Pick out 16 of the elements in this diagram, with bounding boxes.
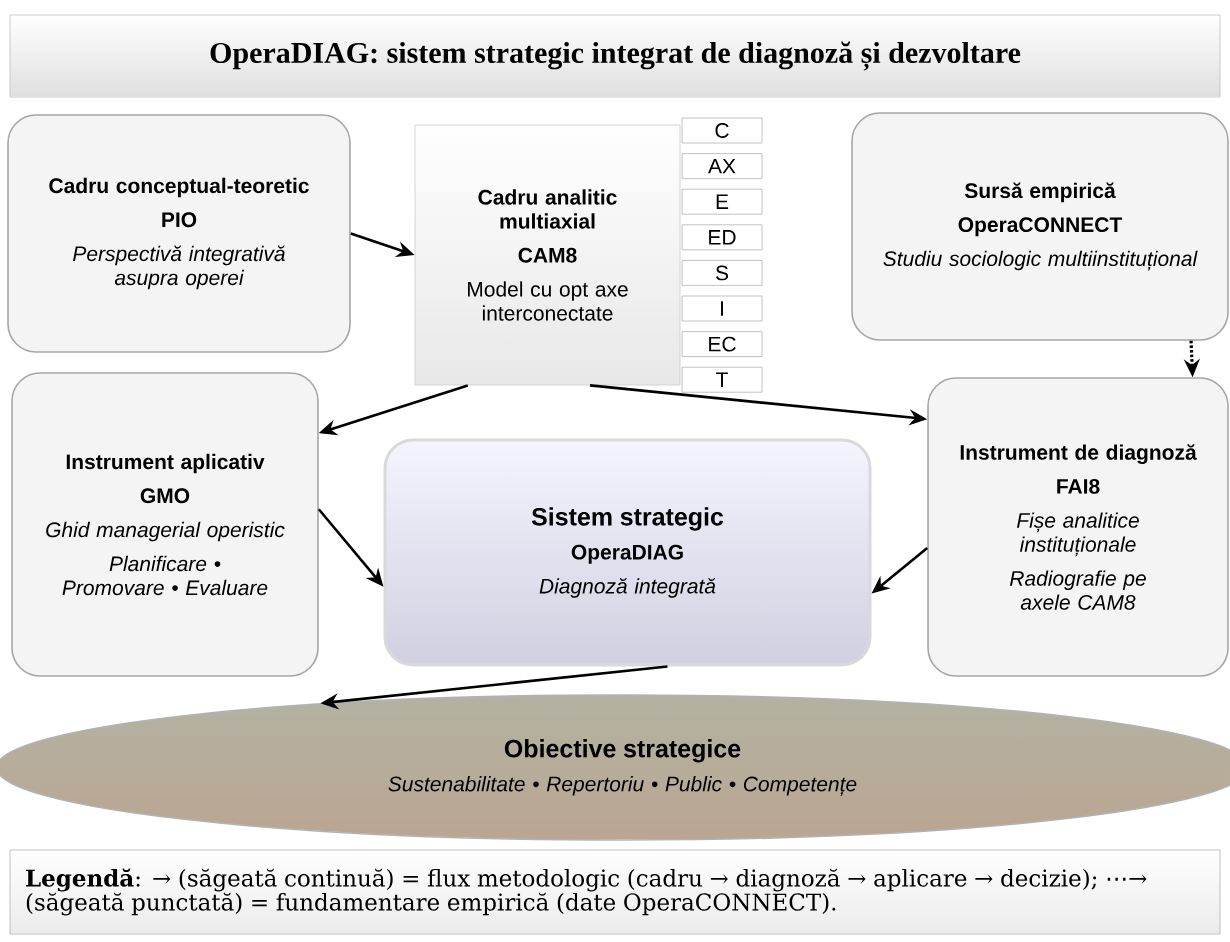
info-box: Instrument aplicativ GMO Ghid managerial operistic Planificare • Promovare • Evaluare <box>11 372 319 677</box>
axis-tab: T <box>681 366 763 393</box>
info-box: Cadru conceptual-teoretic PIO Perspectivă integrativă asupra operei <box>7 114 351 353</box>
axis-tab: S <box>681 260 763 286</box>
axis-tab: I <box>681 295 763 322</box>
axis-tab: EC <box>681 331 763 357</box>
title-banner: OperaDIAG: sistem strategic integrat de diagnoză și dezvoltare <box>9 14 1221 98</box>
info-box: Instrument de diagnoză FAI8 Fișe analitice instituționale Radiografie pe axele CAM8 <box>927 377 1229 677</box>
axis-tab: C <box>681 117 763 144</box>
info-box: Sursă empirică OperaCONNECT Studiu sociologic multiinstituțional <box>851 112 1229 341</box>
legend-note: Legendă: → (săgeată continuă) = flux metodologic (cadru → diagnoză → aplicare → decizie); ⋯→ (săgeată punctată) = fundamentare empirică (date OperaCONNECT). <box>9 849 1221 935</box>
system-box: Sistem strategic OperaDIAG Diagnoză integrată <box>383 438 872 667</box>
axis-tab: ED <box>681 224 763 251</box>
axis-tab: AX <box>681 153 763 179</box>
axis-tab: E <box>681 188 763 215</box>
model-box: Cadru analitic multiaxial CAM8 Model cu opt axe interconectate <box>414 124 681 386</box>
